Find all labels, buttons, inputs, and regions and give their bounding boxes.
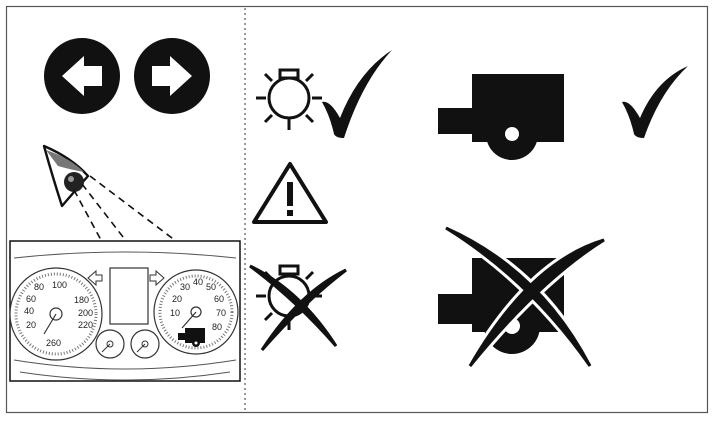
speedometer-label: 20: [26, 320, 36, 330]
tachometer-label: 20: [172, 294, 182, 304]
tachometer-label: 10: [170, 308, 180, 318]
temperature-gauge: [131, 330, 159, 358]
turn-signal-right-icon: [134, 38, 210, 114]
speedometer-label: 260: [46, 338, 61, 348]
tachometer-label: 50: [206, 282, 216, 292]
tachometer-label: 40: [193, 277, 203, 287]
check-mark-icon: [322, 50, 392, 138]
speedometer-label: 180: [74, 295, 89, 305]
tachometer-label: 80: [212, 322, 222, 332]
speedometer-label: 40: [24, 306, 34, 316]
left-panel: 60 80 100 180 200 220 260 40 20: [10, 38, 240, 381]
bulb-failure-crossed-icon: [250, 266, 346, 350]
bulb-failure-icon: [256, 70, 322, 130]
speedometer: 60 80 100 180 200 220 260 40 20: [10, 268, 102, 360]
speedometer-label: 100: [52, 280, 67, 290]
turn-signal-left-icon: [44, 38, 120, 114]
instrument-cluster: 60 80 100 180 200 220 260 40 20: [10, 241, 240, 381]
trailer-icon: [438, 74, 564, 160]
fuel-gauge: [96, 330, 124, 358]
right-panel: [250, 50, 688, 366]
check-mark-icon: [622, 66, 688, 138]
speedometer-label: 60: [26, 294, 36, 304]
speedometer-label: 200: [78, 308, 93, 318]
tachometer-label: 30: [180, 282, 190, 292]
trailer-crossed-icon: [438, 228, 604, 366]
tachometer-label: 70: [216, 308, 226, 318]
speedometer-label: 80: [34, 282, 44, 292]
tachometer-label: 60: [214, 294, 224, 304]
speedometer-label: 220: [78, 320, 93, 330]
cluster-center-display: [110, 268, 148, 324]
warning-triangle-icon: [254, 164, 326, 222]
driver-eye-icon: [44, 146, 88, 206]
